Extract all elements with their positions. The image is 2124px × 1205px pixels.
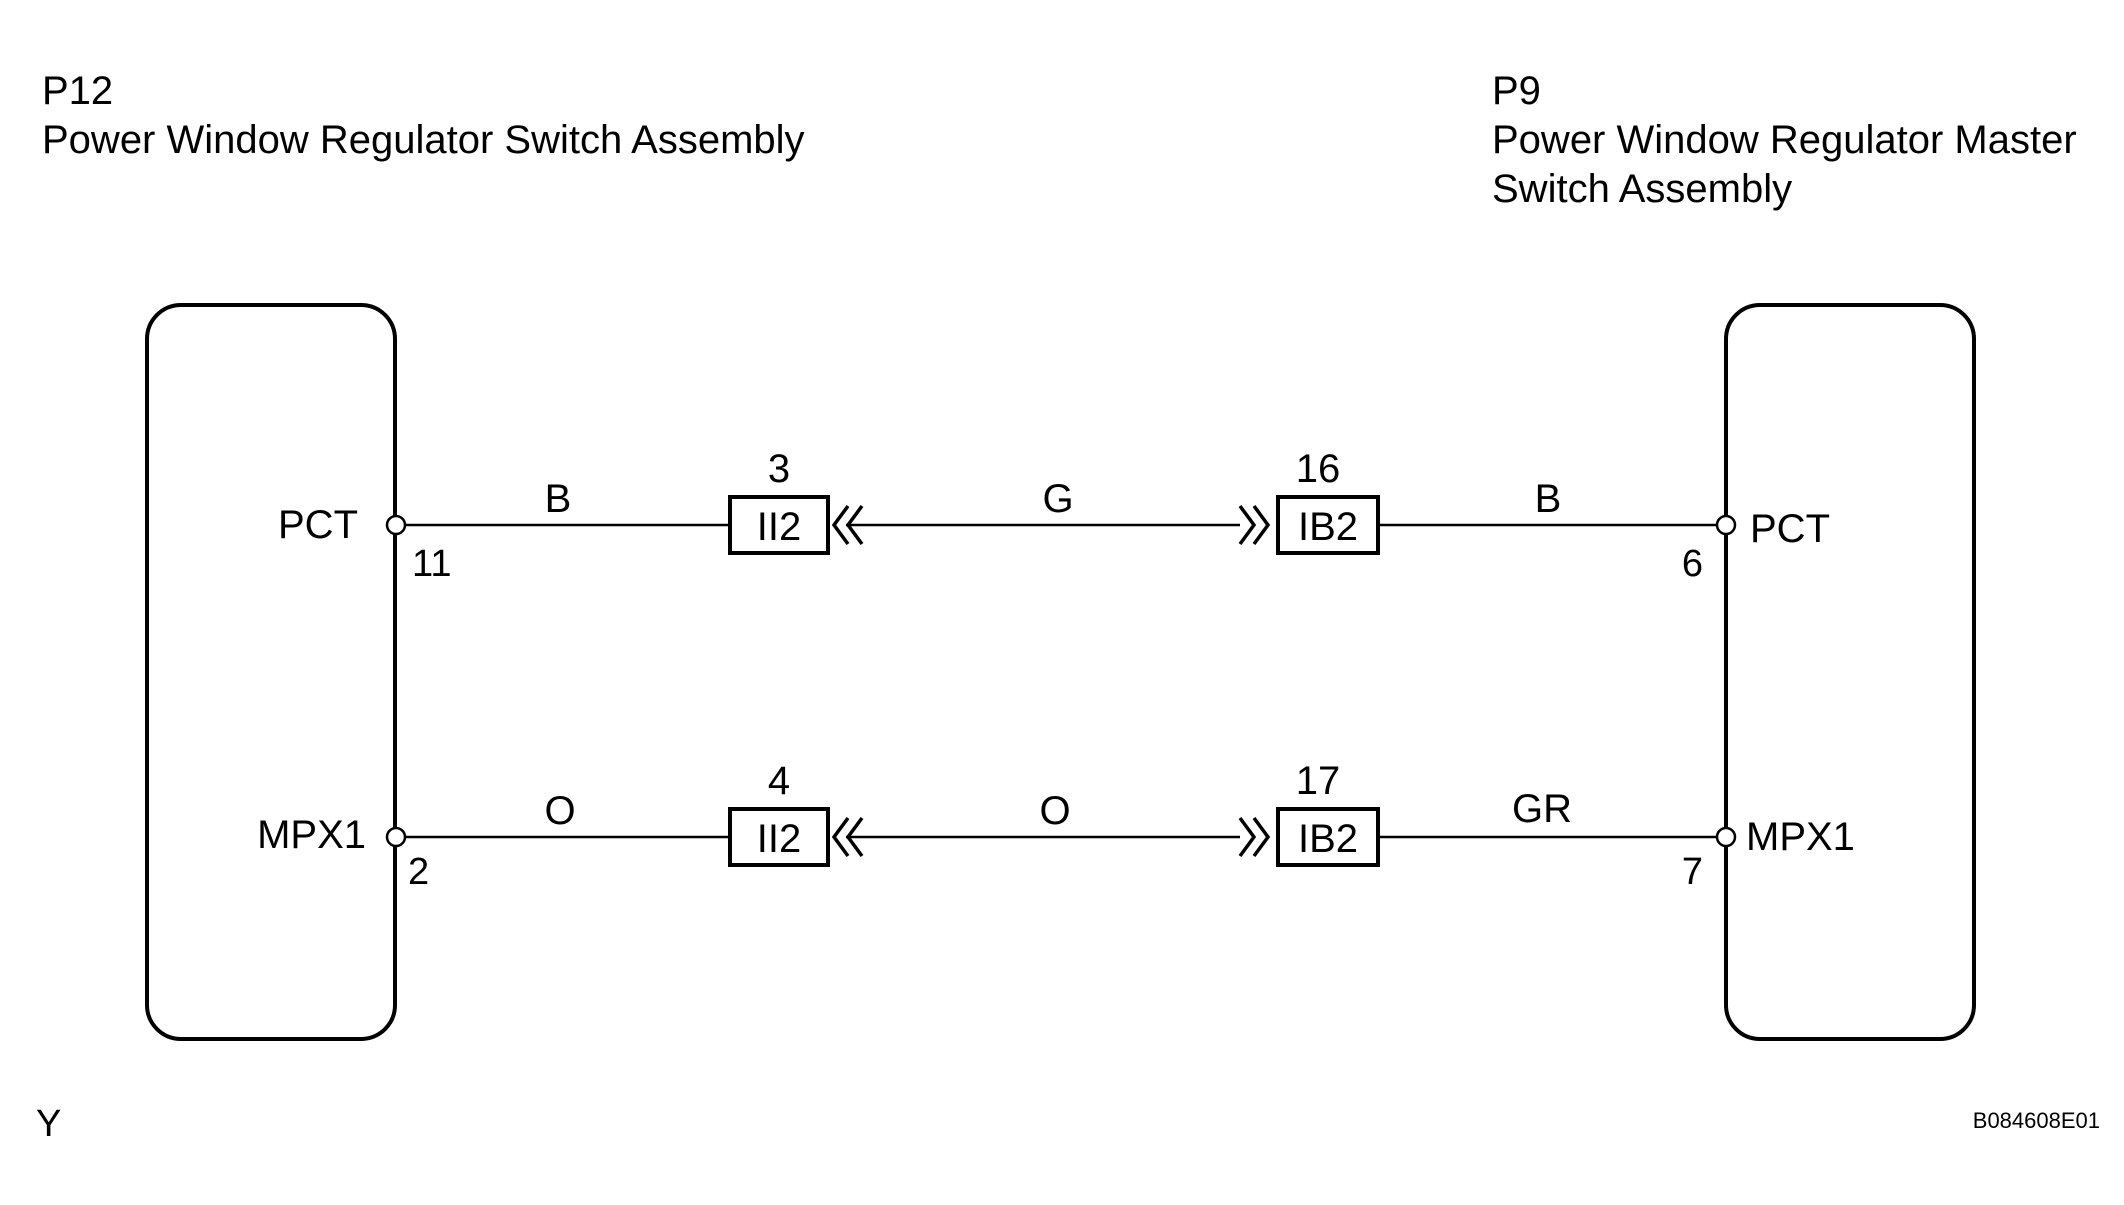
footer-mark: Y bbox=[36, 1103, 61, 1145]
left-component-name: Power Window Regulator Switch Assembly bbox=[42, 118, 805, 162]
connector-ii2-pin: 3 bbox=[768, 447, 790, 491]
connector-ib2-label: IB2 bbox=[1298, 817, 1358, 861]
left-component-code: P12 bbox=[42, 69, 113, 113]
mid-wire-color: O bbox=[1039, 789, 1070, 833]
connector-ii2-label: II2 bbox=[757, 505, 801, 549]
right-component-name-line2: Switch Assembly bbox=[1492, 167, 1792, 211]
connector-ii2-label: II2 bbox=[757, 817, 801, 861]
connector-ib2-box bbox=[1276, 807, 1380, 867]
connector-ii2-symbol bbox=[831, 504, 864, 546]
left-wire-color: B bbox=[545, 477, 572, 521]
connector-ii2-symbol bbox=[831, 816, 864, 858]
right-terminal-label: MPX1 bbox=[1746, 815, 1855, 859]
left-terminal-node bbox=[385, 826, 407, 848]
connector-ib2-pin: 16 bbox=[1296, 447, 1341, 491]
connector-ii2-box bbox=[728, 495, 830, 555]
right-component-code: P9 bbox=[1492, 69, 1541, 113]
left-pin-number: 11 bbox=[412, 543, 451, 585]
mid-wire-color: G bbox=[1042, 477, 1073, 521]
right-component-name-line1: Power Window Regulator Master bbox=[1492, 118, 2077, 162]
connector-ib2-label: IB2 bbox=[1298, 505, 1358, 549]
left-terminal-node bbox=[385, 514, 407, 536]
connector-ib2-pin: 17 bbox=[1296, 759, 1341, 803]
right-terminal-label: PCT bbox=[1750, 507, 1830, 551]
circuit-pct: PCT 11 B II2 3 G IB2 16 B PCT 6 bbox=[278, 447, 1830, 585]
left-pin-number: 2 bbox=[408, 851, 429, 893]
right-terminal-node bbox=[1715, 826, 1737, 848]
right-component-box bbox=[1724, 303, 1976, 1041]
left-terminal-label: PCT bbox=[278, 503, 358, 547]
connector-ib2-symbol bbox=[1238, 504, 1271, 546]
connector-ib2-symbol bbox=[1238, 816, 1271, 858]
connector-ii2-pin: 4 bbox=[768, 759, 790, 803]
right-terminal-node bbox=[1715, 514, 1737, 536]
right-pin-number: 6 bbox=[1682, 543, 1703, 585]
left-component-box bbox=[145, 303, 397, 1041]
right-wire-color: B bbox=[1535, 477, 1562, 521]
right-pin-number: 7 bbox=[1682, 851, 1703, 893]
circuit-mpx1: MPX1 2 O II2 4 O IB2 17 GR MPX1 7 bbox=[257, 759, 1855, 893]
left-wire-color: O bbox=[544, 789, 575, 833]
left-terminal-label: MPX1 bbox=[257, 813, 366, 857]
connector-ii2-box bbox=[728, 807, 830, 867]
connector-ib2-box bbox=[1276, 495, 1380, 555]
right-wire-color: GR bbox=[1512, 787, 1572, 831]
figure-code: B084608E01 bbox=[1973, 1108, 2100, 1133]
